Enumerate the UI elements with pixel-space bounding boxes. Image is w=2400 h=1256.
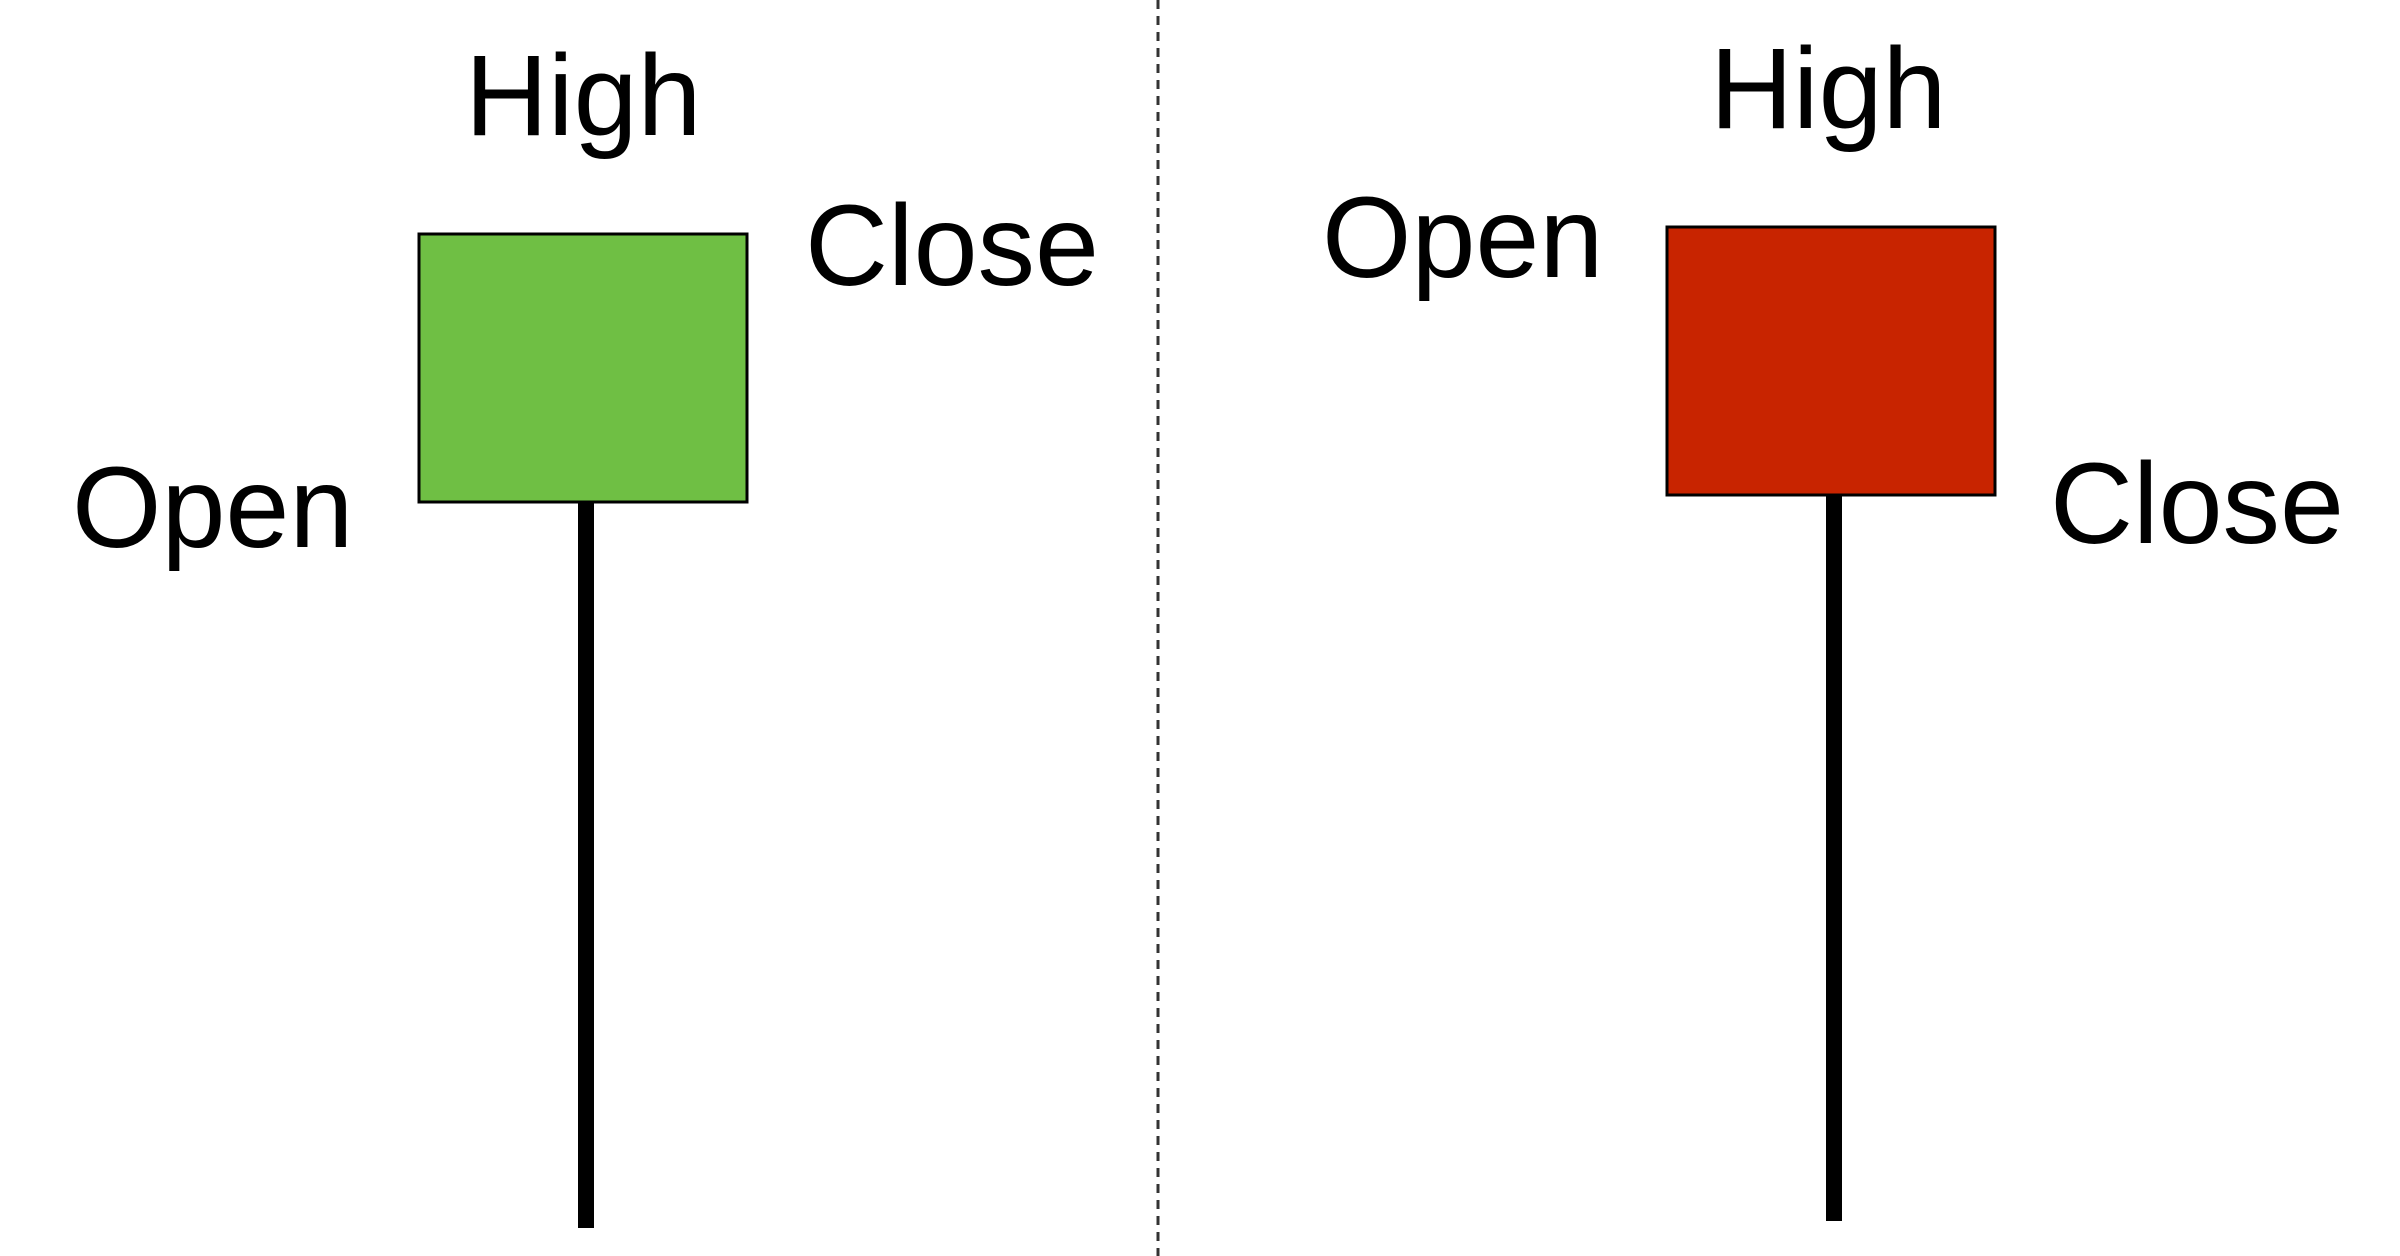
bearish-wick bbox=[1826, 493, 1842, 1221]
bearish-high-label: High bbox=[1710, 25, 1947, 153]
bearish-body bbox=[1665, 225, 1997, 497]
bearish-close-label: Close bbox=[2050, 440, 2344, 568]
bullish-candle: High Close Open bbox=[72, 32, 1099, 1228]
bearish-candle: High Open Close bbox=[1322, 25, 2344, 1221]
bullish-wick bbox=[578, 500, 594, 1228]
bullish-high-label: High bbox=[465, 32, 702, 160]
bullish-body bbox=[417, 232, 749, 504]
bearish-open-label: Open bbox=[1322, 174, 1603, 302]
bullish-open-label: Open bbox=[72, 444, 353, 572]
bullish-close-label: Close bbox=[805, 182, 1099, 310]
